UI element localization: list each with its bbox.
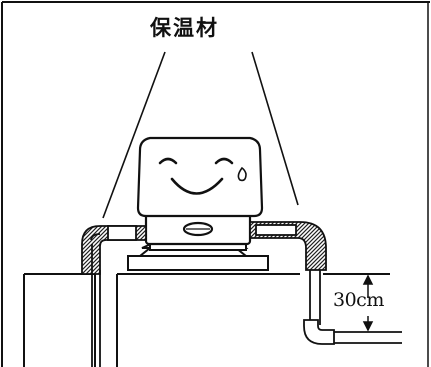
callout-leaders <box>102 51 299 219</box>
height-label: 30cm <box>333 289 384 311</box>
ground <box>23 273 390 367</box>
smiley-face <box>158 157 247 195</box>
pump-body <box>136 136 264 246</box>
left-insulated-pipe <box>81 225 147 367</box>
right-insulated-pipe <box>249 221 327 330</box>
insulation-label: 保温材 <box>150 16 219 40</box>
height-dimension <box>362 274 374 332</box>
bottom-elbow-pipe <box>303 319 402 345</box>
